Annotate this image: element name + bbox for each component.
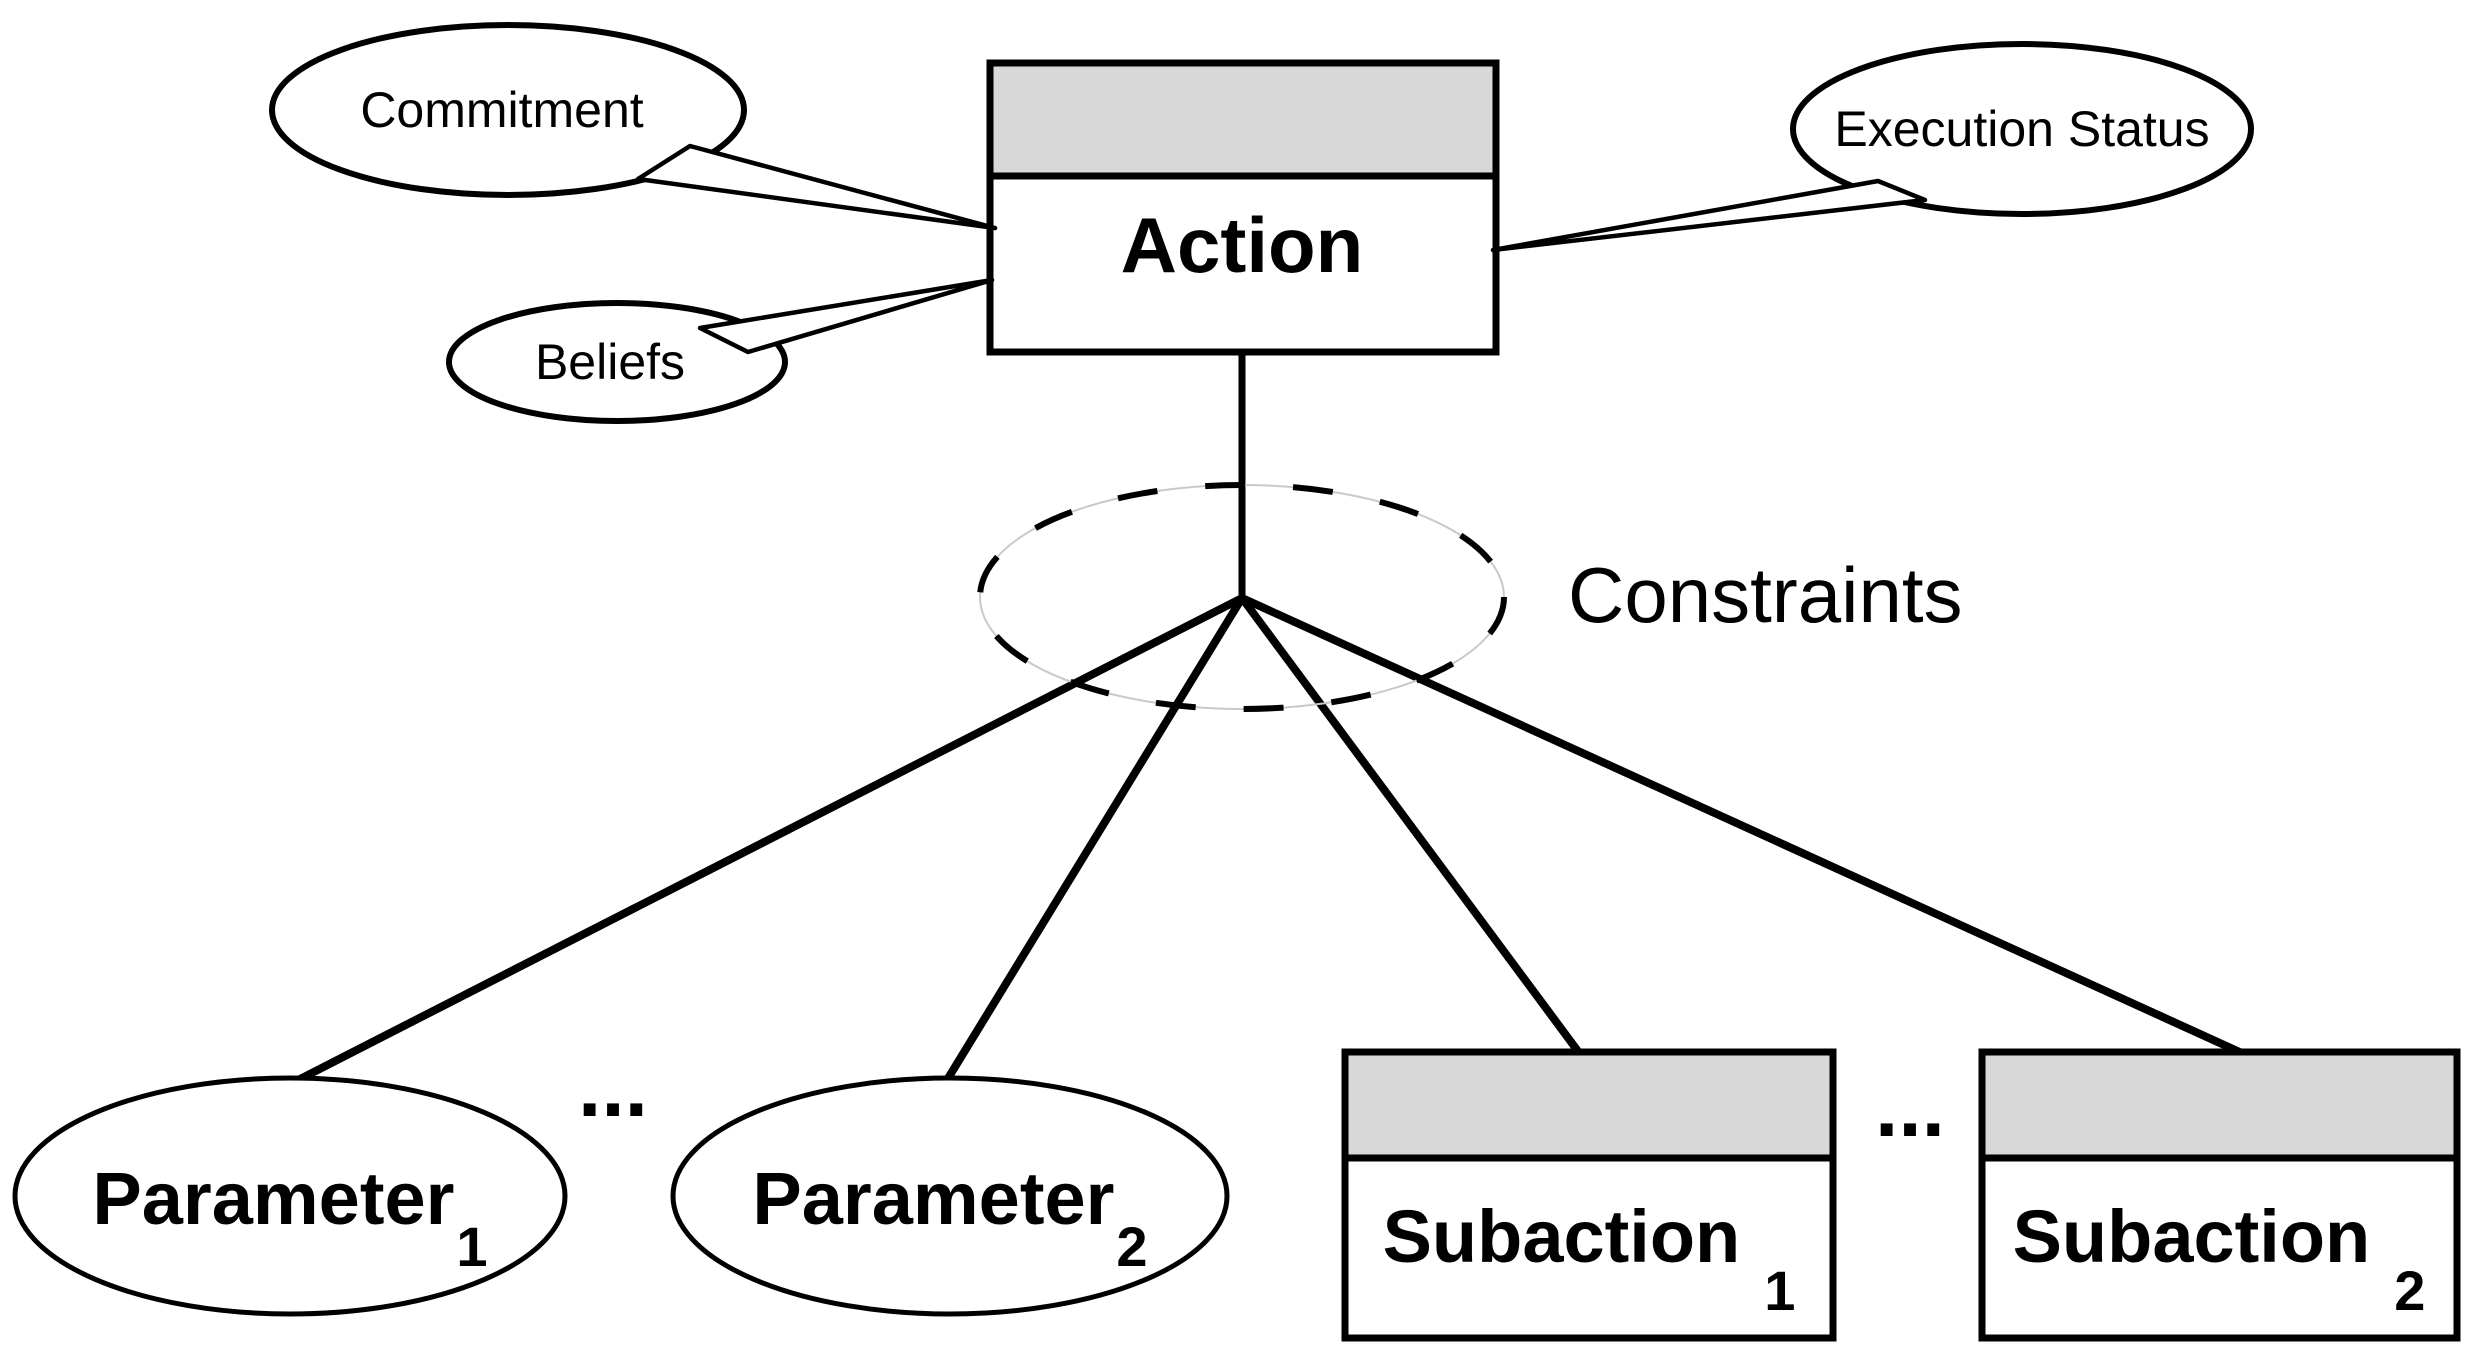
execution-status-bubble-label: Execution Status <box>1834 101 2209 157</box>
constraints-ellipse <box>977 482 1507 712</box>
action-label: Action <box>1121 201 1364 289</box>
connector-to-subaction-2 <box>1238 594 2248 1058</box>
parameter-2-label: Parameter2 <box>752 1157 1147 1278</box>
parameter-1-subscript: 1 <box>456 1215 487 1278</box>
beliefs-annotation: Beliefs <box>446 277 995 424</box>
execution-status-bubble <box>1790 41 2254 217</box>
connector-to-subaction-1 <box>1238 594 1584 1058</box>
commitment-bubble <box>269 22 747 198</box>
subaction-2-label: Subaction 2 <box>2013 1195 2426 1322</box>
subaction-2-header <box>1978 1048 2461 1162</box>
subaction-2-word: Subaction <box>2013 1195 2371 1278</box>
execution-status-annotation: Execution Status <box>1490 41 2254 253</box>
subaction-2-entity: Subaction 2 <box>1978 1048 2461 1342</box>
constraints-label: Constraints <box>1568 551 1963 639</box>
subaction-1-word: Subaction <box>1383 1195 1741 1278</box>
commitment-bubble-tail <box>635 143 998 231</box>
action-entity-header <box>986 59 1500 180</box>
parameter-2-word: Parameter <box>752 1157 1114 1240</box>
parameter-1-label: Parameter1 <box>92 1157 487 1278</box>
commitment-annotation: Commitment <box>269 22 998 231</box>
parameter-2-ellipse <box>670 1075 1230 1317</box>
subaction-1-header <box>1341 1048 1837 1162</box>
parameter-2-subscript: 2 <box>1116 1215 1147 1278</box>
parameter-2-entity: Parameter2 <box>670 1075 1230 1317</box>
beliefs-bubble <box>446 300 788 424</box>
subaction-1-subscript: 1 <box>1764 1259 1795 1322</box>
subaction-1-label: Subaction 1 <box>1383 1195 1796 1322</box>
commitment-bubble-label: Commitment <box>360 82 643 138</box>
parameter-1-ellipse <box>12 1075 568 1317</box>
parameter-1-word: Parameter <box>92 1157 454 1240</box>
execution-status-bubble-tail <box>1490 178 1928 253</box>
beliefs-bubble-label: Beliefs <box>535 334 685 390</box>
action-entity: Action <box>986 59 1500 356</box>
subaction-2-subscript: 2 <box>2394 1259 2425 1322</box>
connector-to-parameter-2 <box>943 594 1246 1084</box>
beliefs-bubble-tail <box>697 277 995 355</box>
subactions-ellipsis: ... <box>1875 1060 1945 1154</box>
parameters-ellipsis: ... <box>578 1040 648 1134</box>
subaction-1-entity: Subaction 1 <box>1341 1048 1837 1342</box>
parameter-1-entity: Parameter1 <box>12 1075 568 1317</box>
connector-to-parameter-1 <box>294 594 1246 1084</box>
